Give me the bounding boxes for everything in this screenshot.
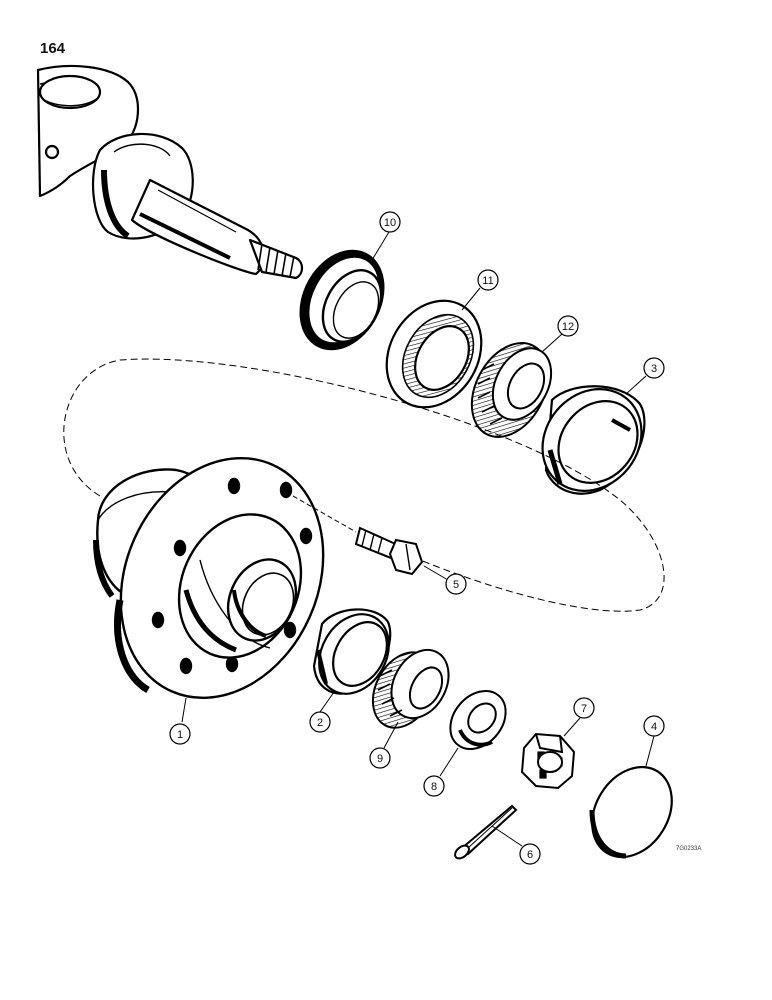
bearing-cup-2 bbox=[312, 608, 392, 695]
callout-12: 12 bbox=[557, 315, 579, 337]
callout-5: 5 bbox=[445, 573, 467, 595]
callout-11: 11 bbox=[477, 269, 499, 291]
callout-4: 4 bbox=[643, 715, 665, 737]
bearing-cup-3 bbox=[541, 385, 646, 495]
callout-1-label: 1 bbox=[177, 729, 183, 741]
bearing-cone-9 bbox=[371, 648, 450, 729]
hub-1 bbox=[93, 456, 325, 700]
callout-9-label: 9 bbox=[377, 753, 383, 765]
callout-7: 7 bbox=[573, 697, 595, 719]
castle-nut-7 bbox=[520, 732, 576, 790]
callout-10-label: 10 bbox=[384, 217, 396, 229]
callout-2: 2 bbox=[309, 711, 331, 733]
spindle-knuckle bbox=[36, 64, 304, 280]
callout-7-label: 7 bbox=[581, 703, 587, 715]
callout-9: 9 bbox=[369, 747, 391, 769]
callout-3-label: 3 bbox=[651, 363, 657, 375]
callout-6-label: 6 bbox=[527, 849, 533, 861]
callout-11-label: 11 bbox=[482, 275, 493, 287]
grease-cap-4 bbox=[589, 765, 673, 859]
callout-5-label: 5 bbox=[453, 579, 459, 591]
page-number: 164 bbox=[40, 40, 66, 57]
seal-10 bbox=[299, 249, 385, 351]
callout-8-label: 8 bbox=[431, 781, 437, 793]
callout-1: 1 bbox=[169, 723, 191, 745]
washer-8 bbox=[449, 690, 507, 750]
callout-3: 3 bbox=[643, 357, 665, 379]
leader-lines bbox=[181, 231, 655, 847]
callout-4-label: 4 bbox=[651, 721, 657, 733]
callout-6: 6 bbox=[519, 843, 541, 865]
callout-8: 8 bbox=[423, 775, 445, 797]
bearing-cone-12 bbox=[470, 342, 553, 438]
cotter-pin-6 bbox=[454, 804, 518, 860]
wheel-bolt-5 bbox=[354, 526, 424, 576]
callout-12-label: 12 bbox=[562, 321, 574, 333]
bearing-cup-11 bbox=[385, 299, 483, 409]
callout-2-label: 2 bbox=[317, 717, 323, 729]
assembly-loop bbox=[63, 358, 665, 612]
figure-code: 7G0233A bbox=[676, 846, 702, 852]
callout-10: 10 bbox=[379, 211, 401, 233]
